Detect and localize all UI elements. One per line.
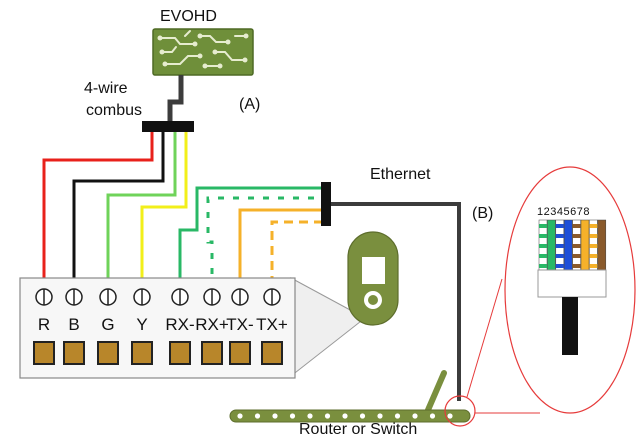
ethernet-cable: [331, 202, 461, 401]
terminal-screw: [35, 288, 53, 306]
rj45-connector: [538, 219, 607, 271]
terminal-screw: [65, 288, 83, 306]
zoom-source-circle: [444, 395, 476, 427]
terminal-clamp: [169, 341, 191, 365]
terminal-clamp: [201, 341, 223, 365]
wire-rx-minus: [178, 186, 323, 288]
router-port: [342, 413, 348, 419]
marker-a: (A): [239, 96, 260, 113]
wire-green: [106, 128, 177, 288]
ethernet-connector: [321, 182, 331, 226]
terminal-label: RX-: [165, 315, 194, 334]
terminal-screw: [133, 288, 151, 306]
wire-yellow: [140, 128, 188, 288]
rj45-pin: [563, 219, 573, 271]
wire-red: [42, 128, 154, 288]
terminal-screw: [203, 288, 221, 306]
terminal-screw: [231, 288, 249, 306]
router-port: [289, 413, 296, 419]
rj45-cable: [562, 297, 578, 355]
terminal-screw: [263, 288, 281, 306]
rj45-pin: [597, 219, 607, 271]
wire-black: [72, 128, 165, 288]
terminal-clamp: [261, 341, 283, 365]
terminal-label: R: [38, 315, 50, 334]
router-switch: [229, 370, 471, 423]
router-port: [394, 413, 401, 419]
router-port: [307, 413, 313, 419]
combus-label-line2: combus: [86, 102, 142, 119]
terminal-clamp: [131, 341, 153, 365]
router-port: [359, 413, 366, 419]
terminal-screws: [35, 288, 281, 306]
router-ports: [237, 413, 453, 419]
combus-label-line1: 4-wire: [84, 80, 128, 97]
evohd-module: [152, 28, 254, 76]
terminal-clamp: [63, 341, 85, 365]
router-port: [237, 413, 243, 419]
router-port: [272, 413, 278, 419]
rj45-pin: [580, 219, 590, 271]
combus-splitter: [142, 121, 194, 132]
router-port: [324, 413, 331, 419]
marker-b: (B): [472, 205, 493, 222]
terminal-label: G: [101, 315, 114, 334]
ethernet-label: Ethernet: [370, 166, 431, 183]
router-port: [254, 413, 261, 419]
wire-tx-minus: [238, 208, 323, 288]
terminal-clamp: [97, 341, 119, 365]
terminal-clamp: [33, 341, 55, 365]
router-port: [377, 413, 383, 419]
terminal-screw: [99, 288, 117, 306]
terminal-label: B: [68, 315, 79, 334]
wire-rx-plus: [206, 196, 323, 288]
router-port: [412, 413, 418, 419]
terminal-clamp: [229, 341, 251, 365]
evohd-title: EVOHD: [160, 8, 217, 25]
terminal-clamps: [33, 341, 283, 365]
pin-numbers: 12345678: [537, 206, 590, 218]
device-icon: [347, 231, 399, 326]
terminal-label: RX+: [195, 315, 229, 334]
rj45-pin: [547, 219, 556, 271]
terminal-label: TX-: [226, 315, 253, 334]
router-port: [447, 413, 453, 419]
terminal-screw: [171, 288, 189, 306]
terminal-label: Y: [136, 315, 147, 334]
combus-cable: [167, 75, 184, 125]
terminal-label: TX+: [256, 315, 288, 334]
router-port: [429, 413, 436, 419]
router-label: Router or Switch: [299, 421, 417, 438]
